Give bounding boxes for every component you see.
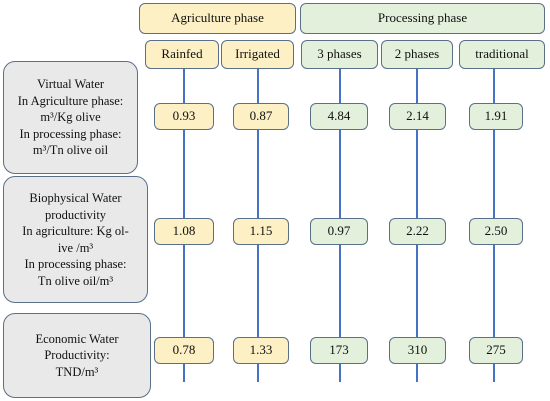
row-label-line: Productivity: (44, 348, 110, 363)
row-label-line: ive /m³ (57, 240, 94, 255)
column-header-label: traditional (475, 46, 529, 62)
row-label-line: m³/Kg olive (40, 110, 101, 125)
row-label-line: TND/m³ (55, 364, 99, 379)
value-text: 173 (329, 342, 349, 358)
row-label-biophysical-water-productivity: Biophysical Water productivity In agricu… (3, 176, 148, 303)
value-cell-virtual-water-rainfed: 0.93 (154, 103, 214, 130)
value-text: 2.22 (406, 223, 429, 239)
value-cell-virtual-water-3-phases: 4.84 (310, 103, 368, 130)
value-text: 310 (407, 342, 428, 358)
value-cell-biophysical-irrigated: 1.15 (233, 218, 289, 245)
value-cell-biophysical-3-phases: 0.97 (310, 218, 368, 245)
column-header-irrigated: Irrigated (221, 40, 294, 69)
value-text: 4.84 (327, 108, 351, 124)
value-text: 275 (486, 342, 506, 358)
value-cell-economic-2-phases: 310 (389, 337, 446, 364)
row-label-line: In processing phase: (19, 126, 122, 141)
value-cell-biophysical-traditional: 2.50 (469, 218, 523, 245)
value-cell-economic-traditional: 275 (469, 337, 523, 364)
row-label-line: Virtual Water (36, 77, 105, 92)
column-header-label: Rainfed (161, 46, 203, 62)
column-header-traditional: traditional (459, 40, 545, 69)
value-text: 1.91 (484, 108, 508, 124)
value-cell-virtual-water-irrigated: 0.87 (233, 103, 289, 130)
value-text: 1.08 (172, 223, 196, 239)
row-label-line: Economic Water (35, 331, 119, 346)
row-label-line: m³/Tn olive oil (32, 143, 109, 158)
processing-phase-label: Processing phase (377, 10, 468, 26)
value-text: 1.15 (249, 223, 273, 239)
column-header-3-phases: 3 phases (301, 40, 378, 69)
value-text: 0.87 (249, 108, 273, 124)
value-cell-virtual-water-2-phases: 2.14 (389, 103, 446, 130)
row-label-line: In processing phase: (24, 257, 127, 271)
value-cell-biophysical-2-phases: 2.22 (389, 218, 446, 245)
agriculture-phase-header: Agriculture phase (139, 3, 296, 34)
column-header-label: Irrigated (235, 46, 280, 62)
value-text: 2.14 (406, 108, 429, 124)
value-cell-economic-3-phases: 173 (310, 337, 368, 364)
row-label-line: productivity (44, 207, 107, 222)
value-text: 1.33 (249, 342, 273, 358)
value-cell-virtual-water-traditional: 1.91 (469, 103, 523, 130)
row-label-line: Tn olive oil/m³ (37, 273, 114, 288)
row-label-economic-water-productivity: Economic Water Productivity: TND/m³ (3, 313, 151, 398)
row-label-line: In agriculture: Kg ol- (22, 224, 129, 238)
column-header-rainfed: Rainfed (145, 40, 219, 69)
value-text: 2.50 (484, 223, 508, 239)
row-label-line: In Agriculture phase: (17, 93, 124, 108)
column-header-label: 3 phases (317, 46, 362, 62)
agriculture-phase-label: Agriculture phase (171, 10, 264, 26)
value-text: 0.93 (172, 108, 196, 124)
row-label-line: Biophysical Water (29, 191, 122, 205)
value-text: 0.78 (172, 342, 196, 358)
column-header-label: 2 phases (394, 46, 440, 62)
value-cell-economic-rainfed: 0.78 (154, 337, 214, 364)
value-cell-economic-irrigated: 1.33 (233, 337, 289, 364)
value-cell-biophysical-rainfed: 1.08 (154, 218, 214, 245)
column-header-2-phases: 2 phases (381, 40, 453, 69)
value-text: 0.97 (327, 223, 351, 239)
processing-phase-header: Processing phase (300, 3, 545, 34)
row-label-virtual-water: Virtual Water In Agriculture phase: m³/K… (3, 61, 138, 174)
